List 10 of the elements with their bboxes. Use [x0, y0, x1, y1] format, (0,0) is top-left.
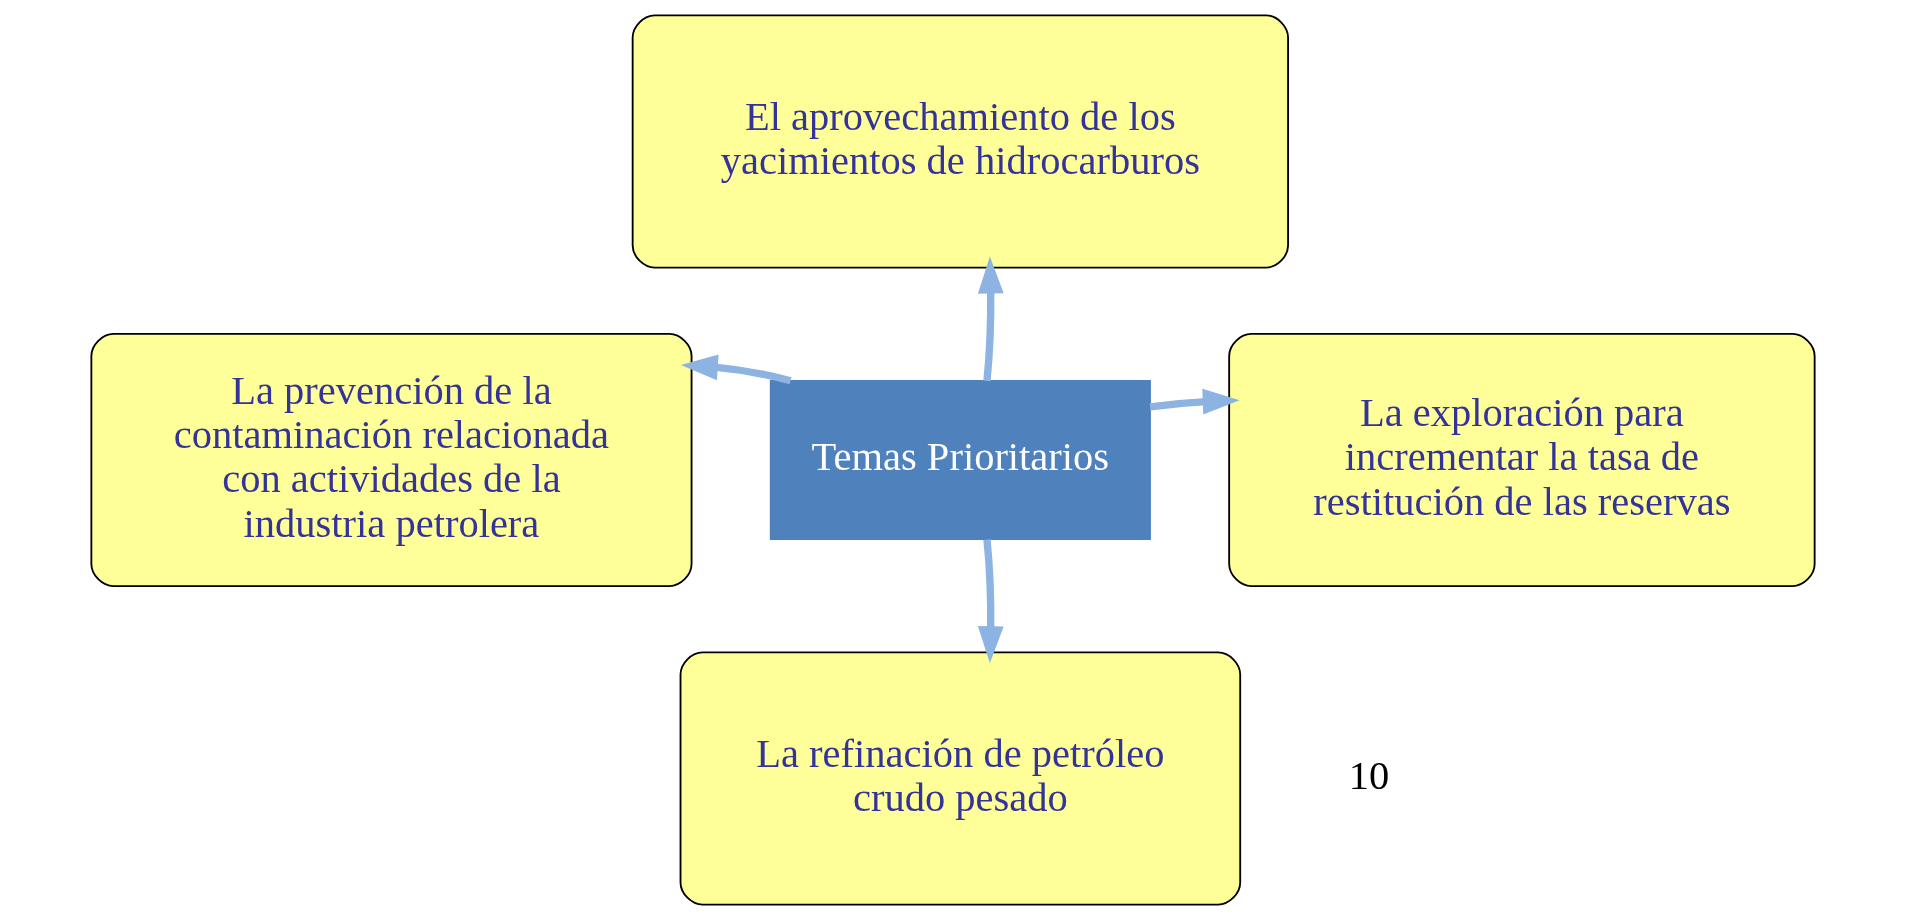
arrow	[977, 256, 1004, 382]
node-box: El aprovechamiento de los yacimientos de hidrocarburos	[631, 14, 1289, 269]
arrow	[1149, 388, 1240, 415]
arrow	[680, 354, 792, 385]
node-box: Temas Prioritarios	[769, 379, 1151, 541]
label: 10	[1348, 752, 1390, 798]
node-box: La prevención de la contaminación relacionada con actividades de la industria petrolera	[90, 332, 693, 588]
arrow	[977, 539, 1004, 664]
node-box: La exploración para incrementar la tasa de restitución de las reservas	[1228, 332, 1816, 588]
node-box: La refinación de petróleo crudo pesado	[679, 651, 1242, 906]
